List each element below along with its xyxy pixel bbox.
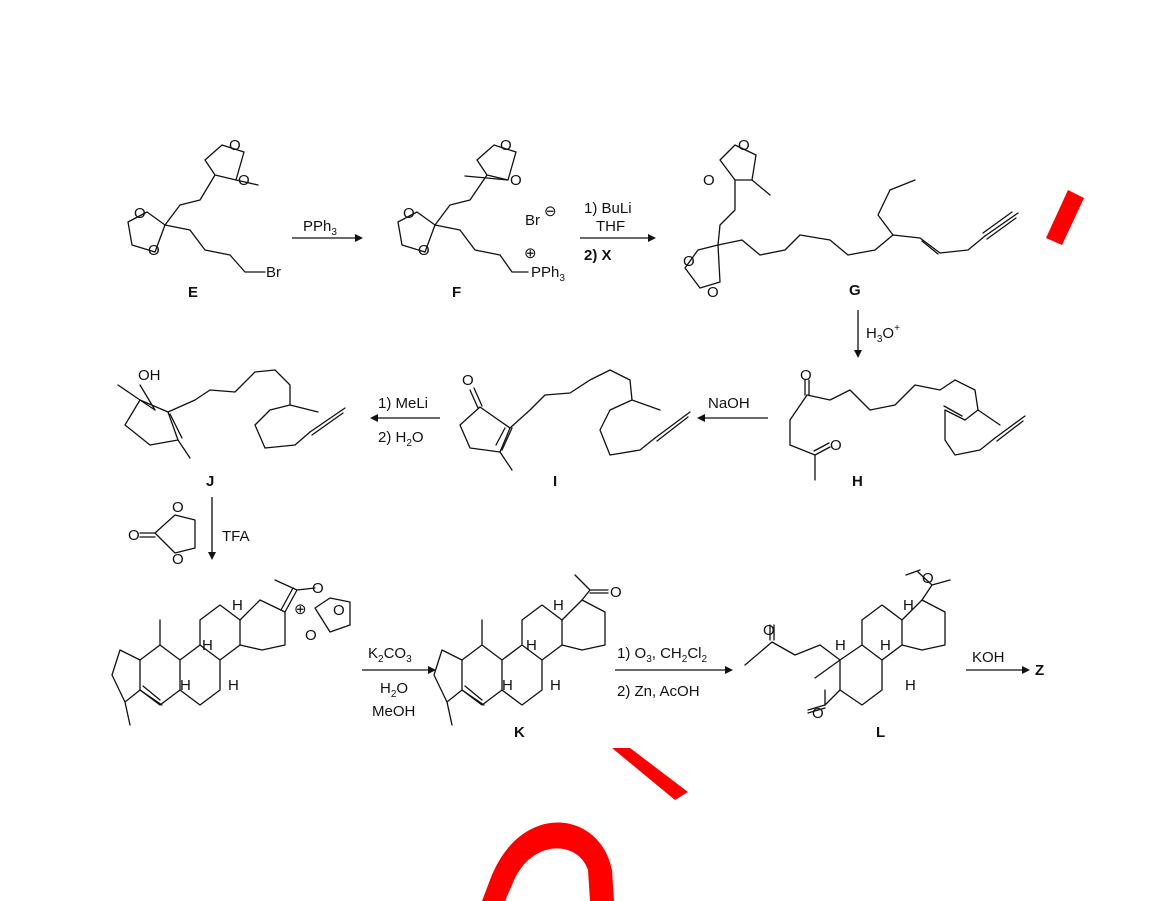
atom-o: O	[172, 551, 184, 568]
watermark-stroke	[1046, 190, 1084, 245]
atom-o: O	[738, 137, 750, 154]
watermark-stroke	[482, 822, 614, 901]
compound-i-structure	[459, 369, 691, 471]
compound-label-g: G	[849, 282, 861, 299]
reagent-tfa: TFA	[222, 528, 250, 545]
atom-h: H	[180, 677, 191, 694]
atom-o: O	[510, 172, 522, 189]
compound-label-f: F	[452, 284, 461, 301]
charge-minus: ⊖	[544, 203, 557, 220]
atom-o: O	[812, 705, 824, 722]
reagent-meoh: MeOH	[372, 703, 415, 720]
atom-o: O	[229, 137, 241, 154]
reagent-koh: KOH	[972, 649, 1005, 666]
compound-label-h: H	[852, 473, 863, 490]
atom-o: O	[500, 137, 512, 154]
arrow-head	[208, 552, 216, 560]
atom-h: H	[880, 637, 891, 654]
reagent-x: 2) X	[584, 247, 612, 264]
arrow-head	[355, 234, 363, 242]
atom-o: O	[683, 253, 695, 270]
compound-j-structure	[117, 369, 346, 459]
atom-o: O	[128, 527, 140, 544]
cationic-intermediate-structure	[111, 579, 316, 726]
arrow-head	[370, 414, 378, 422]
reagent-pph3: PPh3	[303, 218, 337, 238]
reagent-ozone: 1) O3, CH2Cl2	[617, 645, 707, 665]
atom-h: H	[553, 597, 564, 614]
charge-plus: ⊕	[524, 245, 537, 262]
compound-e-structure	[127, 144, 266, 273]
atom-o: O	[312, 580, 324, 597]
atom-o: O	[830, 437, 842, 454]
compound-l-structure	[744, 569, 951, 714]
ethylene-carbonate-structure	[139, 514, 196, 554]
compound-label-k: K	[514, 724, 525, 741]
reagent-h2o: H2O	[380, 680, 408, 700]
reagent-buli: 1) BuLi	[584, 200, 632, 217]
arrow-head	[697, 414, 705, 422]
atom-o: O	[418, 242, 430, 259]
atom-o: O	[134, 205, 146, 222]
watermark-stroke	[612, 748, 688, 800]
atom-h: H	[502, 677, 513, 694]
compound-label-j: J	[206, 473, 214, 490]
atom-br: Br	[266, 264, 281, 281]
atom-h: H	[550, 677, 561, 694]
atom-oh: OH	[138, 367, 161, 384]
compound-f-structure	[397, 144, 529, 273]
atom-h: H	[232, 597, 243, 614]
arrow-head	[854, 350, 862, 358]
compound-g-structure	[684, 144, 1019, 289]
atom-h: H	[903, 597, 914, 614]
atom-h: H	[228, 677, 239, 694]
atom-o: O	[333, 602, 345, 619]
reagent-k2co3: K2CO3	[368, 645, 412, 665]
compound-label-z: Z	[1035, 662, 1044, 679]
charge-plus: ⊕	[294, 601, 307, 618]
arrow-head	[428, 666, 436, 674]
reagent-thf: THF	[596, 218, 625, 235]
atom-o: O	[305, 627, 317, 644]
compound-h-structure	[789, 379, 1026, 481]
compound-label-e: E	[188, 284, 198, 301]
reagent-naoh: NaOH	[708, 395, 750, 412]
atom-o: O	[148, 242, 160, 259]
arrow-head	[648, 234, 656, 242]
atom-o: O	[763, 622, 775, 639]
atom-h: H	[905, 677, 916, 694]
dioxolanyl-cation-ring	[314, 597, 351, 633]
atom-o: O	[462, 372, 474, 389]
atom-o: O	[172, 499, 184, 516]
atom-br: Br	[525, 212, 540, 229]
atom-o: O	[610, 584, 622, 601]
reagent-zn-acoh: 2) Zn, AcOH	[617, 683, 700, 700]
atom-o: O	[403, 205, 415, 222]
atom-o: O	[238, 172, 250, 189]
atom-o: O	[800, 367, 812, 384]
atom-h: H	[835, 637, 846, 654]
reagent-meli: 1) MeLi	[378, 395, 428, 412]
atom-o: O	[703, 172, 715, 189]
atom-h: H	[526, 637, 537, 654]
compound-label-i: I	[553, 473, 557, 490]
atom-o: O	[922, 570, 934, 587]
compound-k-structure	[433, 574, 609, 726]
arrow-head	[1022, 666, 1030, 674]
reagent-h2o: 2) H2O	[378, 429, 424, 449]
compound-label-l: L	[876, 724, 885, 741]
reagent-h3o: H3O+	[866, 323, 900, 345]
arrow-head	[725, 666, 733, 674]
atom-pph3: PPh3	[531, 264, 565, 284]
atom-o: O	[707, 284, 719, 301]
atom-h: H	[202, 637, 213, 654]
